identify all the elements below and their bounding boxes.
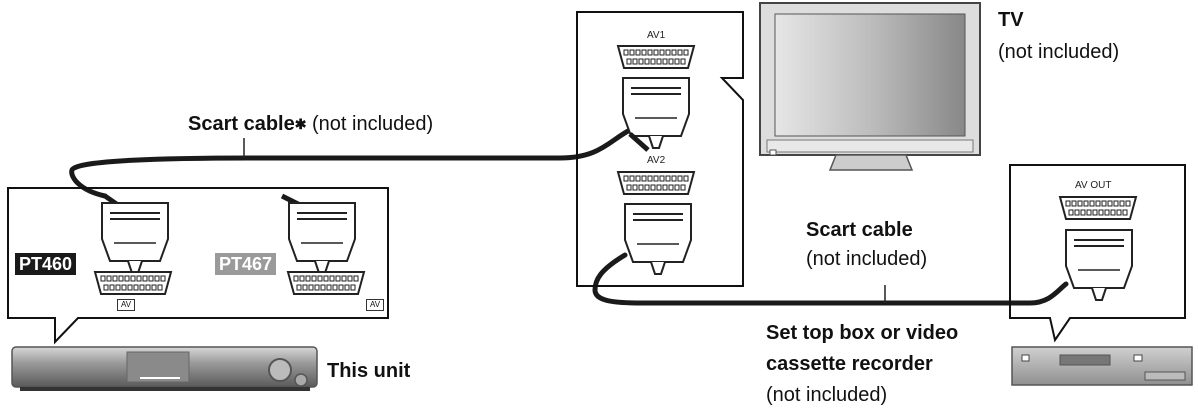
pt467-scart-plug (288, 202, 356, 274)
unit-callout-box (7, 187, 389, 345)
pt460-scart-plug (101, 202, 169, 274)
av1-label: AV1 (647, 30, 666, 41)
pt467-badge: PT467 (215, 253, 277, 275)
stb-callout-box (1009, 164, 1186, 343)
tv-device (759, 2, 981, 171)
scart-cable-1-note: (not included) (306, 113, 434, 135)
av2-scart-port (617, 171, 695, 195)
tv-note: (not included) (998, 41, 1120, 63)
set-top-box-device (1011, 346, 1193, 386)
tv-callout-box (576, 11, 744, 287)
scart-cable-2 (592, 252, 1069, 306)
av-out-scart-port (1059, 196, 1137, 220)
pt460-av-tag: AV (117, 299, 136, 311)
pt460-badge: PT460 (15, 253, 77, 275)
stb-note: (not included) (766, 384, 888, 406)
stb-label-line1: Set top box or video (766, 322, 959, 344)
this-unit-label: This unit (327, 360, 411, 382)
scart-cable-1-label: Scart cable✱ (not included) (188, 113, 434, 135)
av-out-label: AV OUT (1075, 180, 1112, 191)
stb-label-line2: cassette recorder (766, 353, 933, 375)
pt460-scart-port (94, 271, 172, 295)
av2-label: AV2 (647, 155, 666, 166)
scart-cable-1 (69, 127, 633, 199)
this-unit-device (11, 346, 318, 391)
av-out-scart-plug (1065, 229, 1133, 301)
scart-cable-2-title: Scart cable (806, 219, 913, 241)
pt467-av-tag: AV (366, 299, 385, 311)
pt467-scart-port (287, 271, 365, 295)
scart-cable-2-note: (not included) (806, 248, 928, 270)
av2-scart-plug (624, 203, 692, 275)
av1-scart-port (617, 45, 695, 69)
scart-cable-1-title: Scart cable (188, 113, 295, 135)
tv-title: TV (998, 9, 1024, 31)
